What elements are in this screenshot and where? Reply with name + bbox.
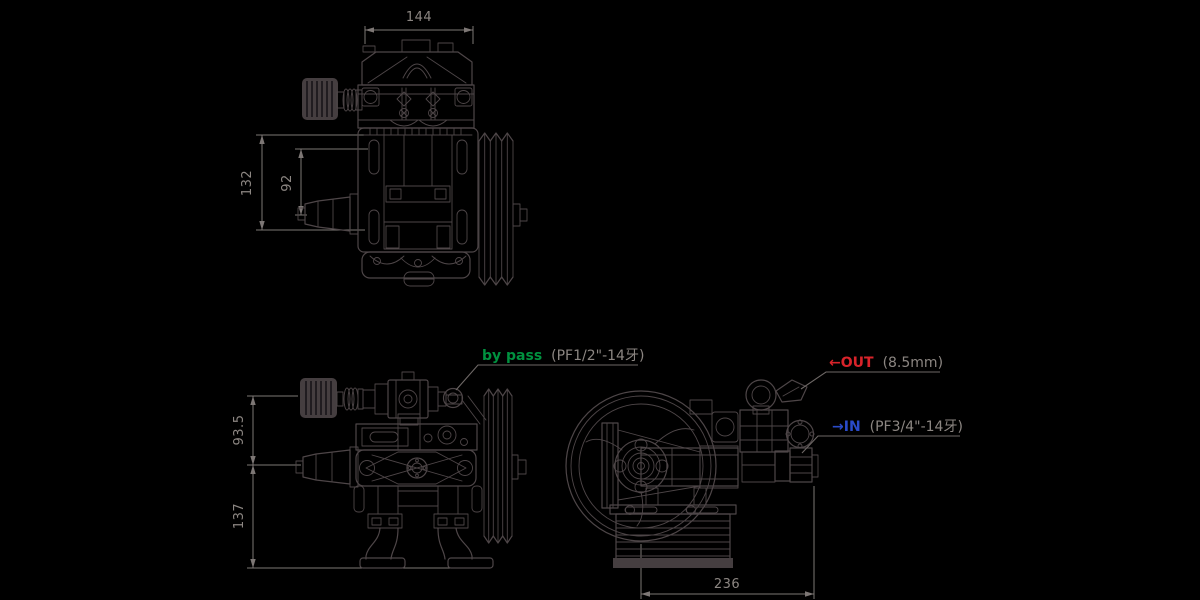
top-view: 144 132 92 xyxy=(240,10,528,287)
shaft-cone-front xyxy=(295,446,359,488)
side-view: 236 xyxy=(565,379,819,599)
in-port-fitting xyxy=(741,447,819,483)
pulley-top xyxy=(478,132,528,286)
dimension-front-lower-height: 137 xyxy=(232,465,482,569)
bypass-label-text: by pass (PF1/2"-14牙) xyxy=(482,347,644,364)
bypass-label-name: by pass xyxy=(482,348,542,364)
bypass-label-spec: (PF1/2"-14牙) xyxy=(551,348,644,364)
regulator-knob-front xyxy=(300,378,364,418)
pump-head-top xyxy=(357,39,475,129)
dimension-front-upper-height: 93.5 xyxy=(232,395,301,466)
dimension-top-inner-height: 92 xyxy=(280,148,368,216)
shaft-cone-top xyxy=(297,193,359,235)
cylinder-body-side xyxy=(640,399,739,506)
bypass-label: by pass (PF1/2"-14牙) xyxy=(455,347,644,391)
out-label-name: ←OUT xyxy=(829,355,874,371)
motor-base-side xyxy=(609,504,737,568)
dimension-top-width: 144 xyxy=(364,10,474,44)
pulley-front xyxy=(483,388,527,544)
dimension-value-132: 132 xyxy=(240,170,255,196)
pump-body-front-main xyxy=(355,449,477,487)
in-label: →IN (PF3/4"-14牙) xyxy=(801,418,963,454)
front-view: 93.5 137 xyxy=(232,371,527,569)
pump-body-front-upper xyxy=(355,413,478,451)
pulley-side xyxy=(565,390,717,542)
pump-body-front-lower xyxy=(353,485,483,529)
lower-manifold-top xyxy=(361,251,471,287)
head-assembly-side xyxy=(739,379,815,453)
body-edge-side xyxy=(601,422,701,509)
mounting-legs-front xyxy=(359,527,494,569)
dimension-value-92: 92 xyxy=(280,174,295,192)
regulator-knob-top xyxy=(302,78,363,120)
bypass-outlet-port xyxy=(442,387,464,409)
annotations: by pass (PF1/2"-14牙) ←OUT (8.5mm) →IN (P… xyxy=(455,347,963,454)
out-port xyxy=(775,379,808,403)
dimension-side-width: 236 xyxy=(640,486,815,599)
dimension-value-93-5: 93.5 xyxy=(232,415,247,446)
dimension-value-144: 144 xyxy=(406,10,432,25)
out-label: ←OUT (8.5mm) xyxy=(800,354,943,390)
out-label-text: ←OUT (8.5mm) xyxy=(829,354,943,371)
pump-body-top xyxy=(357,127,479,253)
out-label-spec: (8.5mm) xyxy=(883,355,943,371)
bypass-valve-front xyxy=(362,371,487,426)
in-label-spec: (PF3/4"-14牙) xyxy=(870,419,963,435)
dimension-value-137: 137 xyxy=(232,503,247,529)
in-label-text: →IN (PF3/4"-14牙) xyxy=(832,418,963,435)
dimension-value-236: 236 xyxy=(714,577,740,592)
in-label-name: →IN xyxy=(832,419,861,435)
dimension-top-height: 132 xyxy=(240,134,370,231)
